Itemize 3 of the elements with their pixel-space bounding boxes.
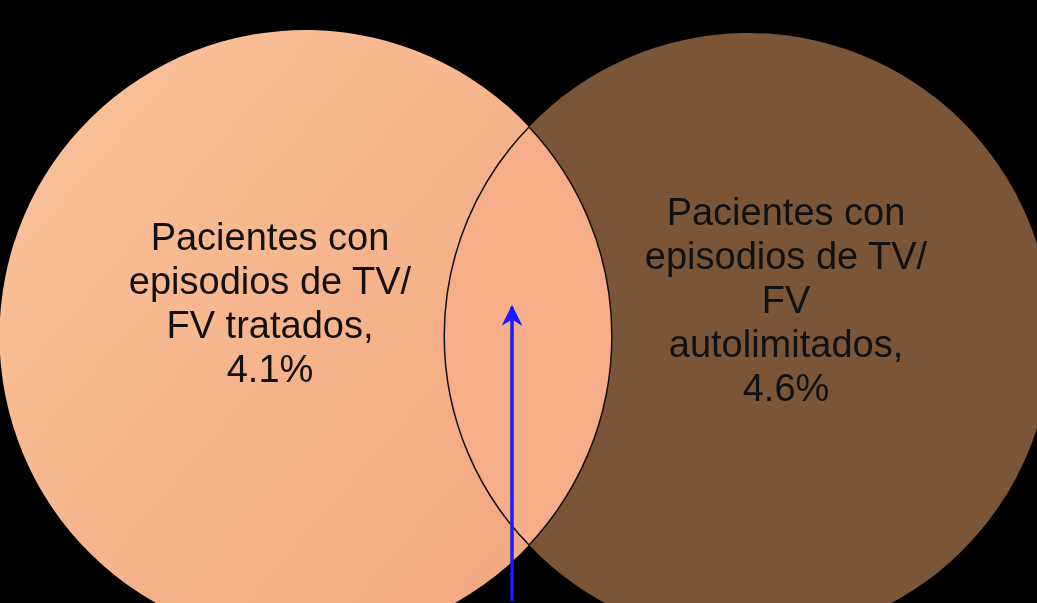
- circle-label: Pacientes con episodios de TV/ FV autolimitados, 4.6%: [643, 190, 929, 410]
- arrow: [501, 304, 523, 601]
- circle-label: Pacientes con episodios de TV/ FV tratados, 4.1%: [127, 215, 413, 391]
